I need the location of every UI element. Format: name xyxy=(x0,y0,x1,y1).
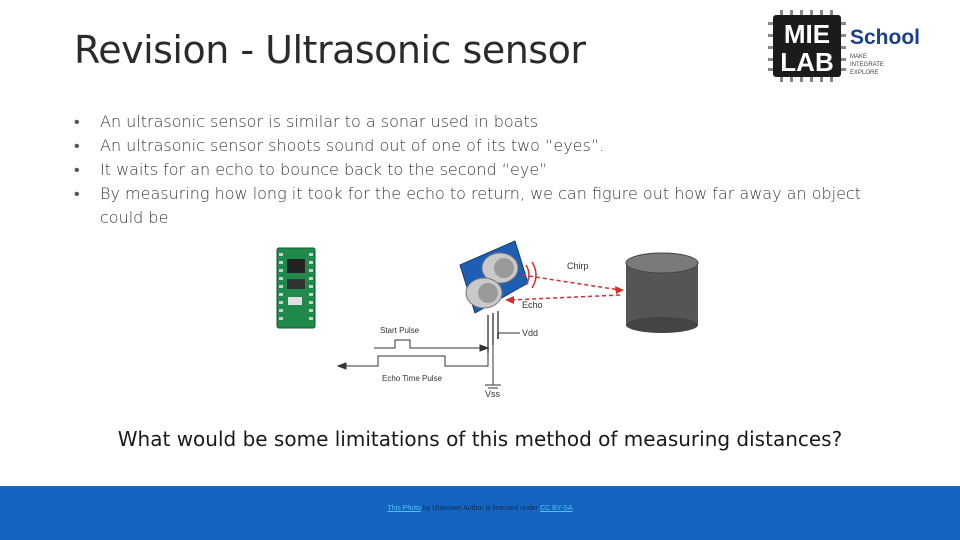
chip-pins xyxy=(768,10,846,82)
credit-text: by Unknown Author is licensed under xyxy=(420,505,541,512)
ultrasonic-sensor-diagram: Chirp Echo Vdd Vss Start Pulse Echo Time… xyxy=(276,240,699,399)
label-start-pulse: Start Pulse xyxy=(380,326,420,335)
label-vdd: Vdd xyxy=(522,328,538,338)
logo-lab: LAB xyxy=(780,47,833,77)
bullet-item: An ultrasonic sensor is similar to a son… xyxy=(74,110,894,134)
label-vss: Vss xyxy=(485,389,501,399)
label-echo-time-pulse: Echo Time Pulse xyxy=(382,374,443,383)
bullet-item: An ultrasonic sensor shoots sound out of… xyxy=(74,134,894,158)
label-echo: Echo xyxy=(522,300,543,310)
bullet-item: It waits for an echo to bounce back to t… xyxy=(74,158,894,182)
license-link[interactable]: CC BY-SA xyxy=(540,505,573,512)
logo-mie: MIE xyxy=(784,19,830,49)
bullet-list: An ultrasonic sensor is similar to a son… xyxy=(74,110,894,230)
image-credit: This Photo by Unknown Author is licensed… xyxy=(0,505,960,512)
mie-lab-school-logo: MIE LAB School MAKE INTEGRATE EXPLORE xyxy=(768,10,920,82)
slide-title: Revision - Ultrasonic sensor xyxy=(74,28,586,72)
bullet-item: By measuring how long it took for the ec… xyxy=(74,182,894,230)
microcontroller-board xyxy=(276,247,316,329)
footer-bar xyxy=(0,486,960,540)
logo-tagline-3: EXPLORE xyxy=(850,70,878,76)
logo-tagline-1: MAKE xyxy=(850,54,867,60)
logo-tagline-2: INTEGRATE xyxy=(850,62,884,68)
sound-rays xyxy=(505,261,624,304)
logo-school: School xyxy=(850,26,920,49)
label-chirp: Chirp xyxy=(567,261,589,271)
signal-wires xyxy=(336,332,520,389)
target-object xyxy=(625,252,699,333)
discussion-question: What would be some limitations of this m… xyxy=(117,427,843,451)
photo-credit-link[interactable]: This Photo xyxy=(387,505,421,512)
ultrasonic-sensor-module xyxy=(459,240,529,353)
